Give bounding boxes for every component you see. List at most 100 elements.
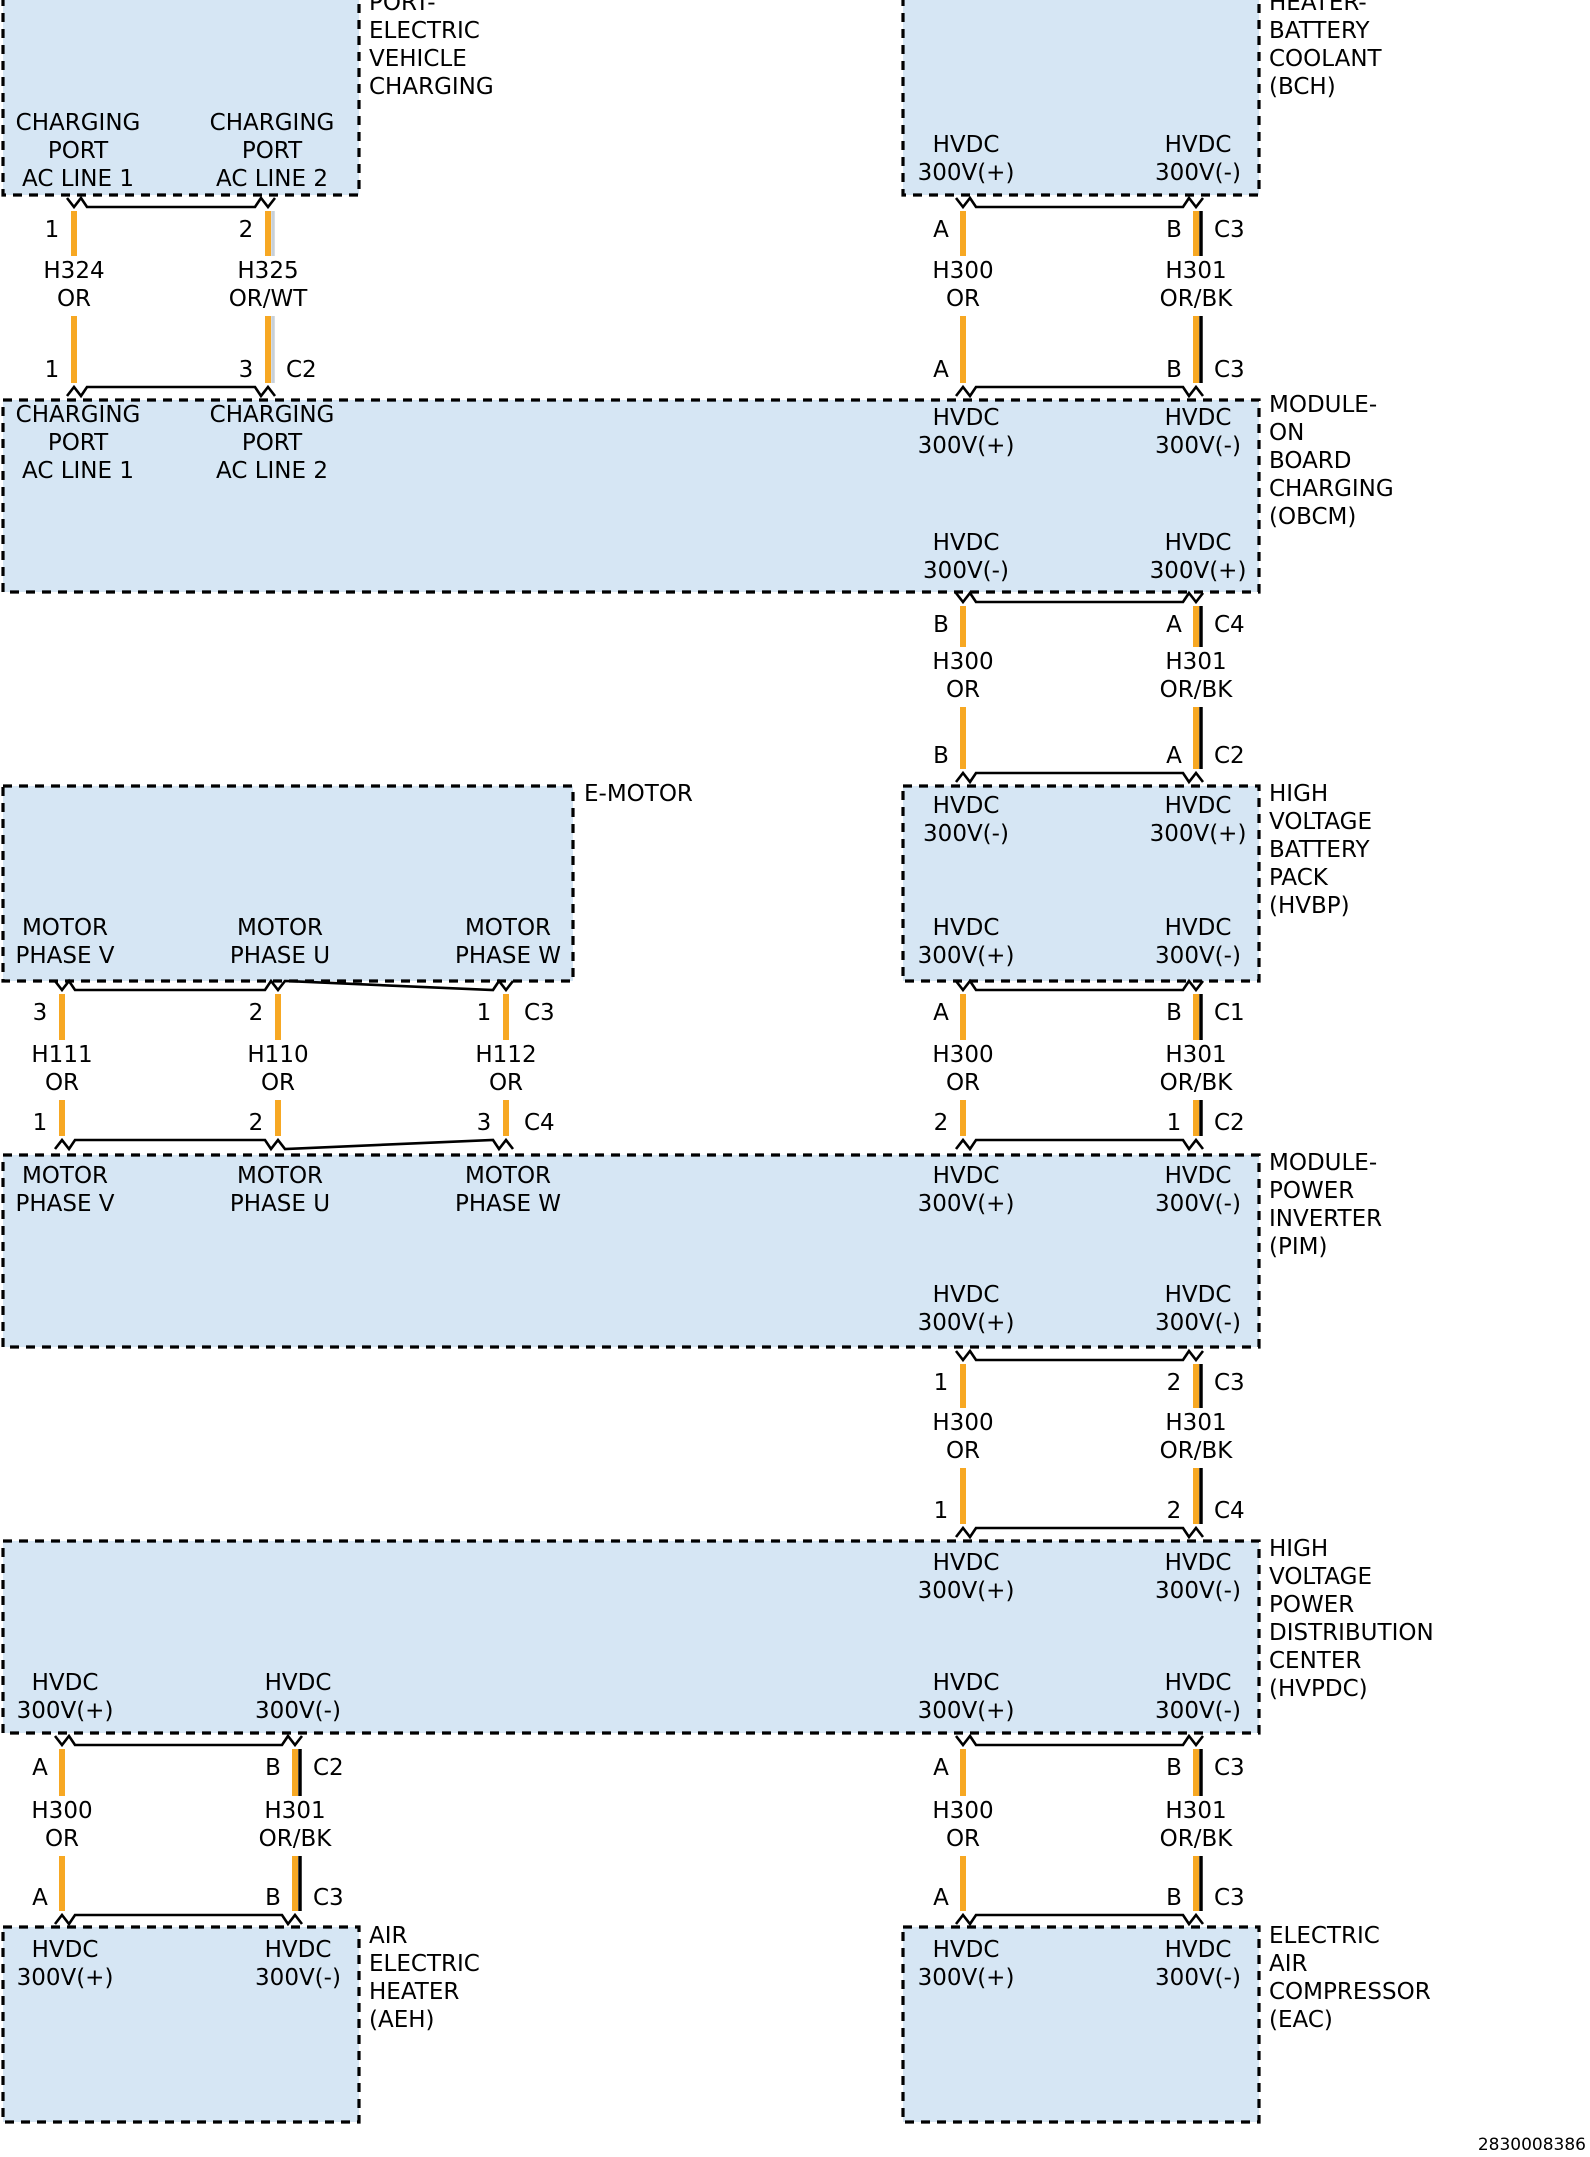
aeh-pin-hvdc-negative: HVDC [265,1937,332,1963]
hvbp-pin-hvdc-positive-bottom: 300V(+) [918,943,1015,969]
pin-number: 3 [239,357,254,383]
pin-number: 1 [45,217,60,243]
connector-shell [53,978,515,993]
pin-number: B [1166,357,1182,383]
connector-shell [53,1733,304,1748]
pim-pin-hvdc-positive-top: 300V(+) [918,1191,1015,1217]
obcm-pin-charging-port-ac-line-1: AC LINE 1 [22,458,134,484]
wire-color-code: OR [946,1438,980,1464]
circuit-number: H300 [31,1798,92,1824]
obcm-pin-charging-port-ac-line-1: PORT [48,430,109,456]
connector-shell [954,195,1205,210]
eac-label: COMPRESSOR [1269,1979,1431,2005]
emotor-pin-motor-phase-w: PHASE W [455,943,561,969]
port-evc-pin-charging-port-ac-line-2: PORT [242,138,303,164]
emotor-pin-motor-phase-u: MOTOR [237,915,323,941]
connector-shell [954,1348,1205,1363]
aeh-pin-hvdc-positive: HVDC [32,1937,99,1963]
pin-number: 2 [934,1110,949,1136]
pin-number: 2 [239,217,254,243]
bch-pin-hvdc-negative: 300V(-) [1155,160,1241,186]
module-on-board-charging-box: MODULE-ONBOARDCHARGING(OBCM)CHARGINGPORT… [1,392,1394,594]
hvpdc-pin-hvdc-negative-right: HVDC [1165,1670,1232,1696]
aeh-label: AIR [369,1923,408,1949]
connector-id: C3 [313,1885,344,1911]
pin-number: A [933,357,949,383]
obcm-label: (OBCM) [1269,504,1356,530]
connector-id: C4 [1214,1498,1245,1524]
connector-id: C2 [1214,743,1245,769]
circuit-number: H111 [31,1042,92,1068]
pin-number: B [1166,1000,1182,1026]
obcm-pin-charging-port-ac-line-2: PORT [242,430,303,456]
wire-color-code: OR/BK [1160,1438,1234,1464]
high-voltage-battery-pack-box: HIGHVOLTAGEBATTERYPACK(HVBP)HVDC300V(-)H… [901,781,1372,983]
hvpdc-pin-hvdc-positive-top: HVDC [933,1550,1000,1576]
pin-number: B [1166,217,1182,243]
connector-id: C3 [1214,1755,1245,1781]
wire-color-code: OR [946,1826,980,1852]
hvbp-pin-hvdc-negative-bottom: 300V(-) [1155,943,1241,969]
wire-color-code: OR/BK [1160,1826,1234,1852]
connector-id: C3 [524,1000,555,1026]
hvbp-pin-hvdc-positive-top: HVDC [1165,793,1232,819]
connector-shell [65,384,277,399]
pin-number: 1 [33,1110,48,1136]
pim-pin-motor-phase-w: PHASE W [455,1191,561,1217]
circuit-number: H300 [932,1410,993,1436]
aeh-label: (AEH) [369,2007,435,2033]
hvbp-pin-hvdc-negative-bottom: HVDC [1165,915,1232,941]
connector-shell [954,384,1205,399]
pin-number: 2 [1167,1370,1182,1396]
wire-color-code: OR/BK [259,1826,333,1852]
obcm-label: BOARD [1269,448,1352,474]
obcm-pin-charging-port-ac-line-2: CHARGING [210,402,335,428]
wire-color-code: OR [489,1070,523,1096]
connector-id: C2 [286,357,317,383]
hvpdc-pin-hvdc-positive-right: 300V(+) [918,1698,1015,1724]
air-electric-heater-box: AIRELECTRICHEATER(AEH)HVDC300V(+)HVDC300… [1,1923,480,2124]
connector-id: C2 [313,1755,344,1781]
hvpdc-pin-hvdc-positive-right: HVDC [933,1670,1000,1696]
eac-outline [901,1925,1261,2124]
hvpdc-pin-hvdc-negative-top: 300V(-) [1155,1578,1241,1604]
obcm-pin-hvdc-negative-bottom: HVDC [933,530,1000,556]
pin-number: A [32,1755,48,1781]
obcm-label: CHARGING [1269,476,1394,502]
circuit-number: H301 [1165,1410,1226,1436]
circuit-number: H324 [43,258,104,284]
wire-color-code: OR/BK [1160,677,1234,703]
hvbp-pin-hvdc-positive-top: 300V(+) [1150,821,1247,847]
aeh-outline [1,1925,361,2124]
hvbp-outline [901,784,1261,983]
pim-pin-motor-phase-v: MOTOR [22,1163,108,1189]
connector-shell [954,1137,1205,1152]
connector-id: C1 [1214,1000,1245,1026]
emotor-label: E-MOTOR [584,781,693,807]
connector-id: C3 [1214,1370,1245,1396]
hvbp-pin-hvdc-positive-bottom: HVDC [933,915,1000,941]
circuit-number: H300 [932,1798,993,1824]
eac-label: AIR [1269,1951,1308,1977]
connector-id: C3 [1214,357,1245,383]
connector-shell [954,978,1205,993]
eac-label: (EAC) [1269,2007,1333,2033]
wire-color-code: OR [946,677,980,703]
emotor-pin-motor-phase-u: PHASE U [230,943,330,969]
hvpdc-label: POWER [1269,1592,1354,1618]
pin-number: A [933,1755,949,1781]
heater-battery-coolant-box: HEATER-BATTERYCOOLANT(BCH)HVDC300V(+)HVD… [901,0,1383,197]
pin-number: B [1166,1885,1182,1911]
hvpdc-pin-hvdc-negative-right: 300V(-) [1155,1698,1241,1724]
port-evc-label: PORT- [369,0,436,16]
emotor-outline [1,784,575,983]
